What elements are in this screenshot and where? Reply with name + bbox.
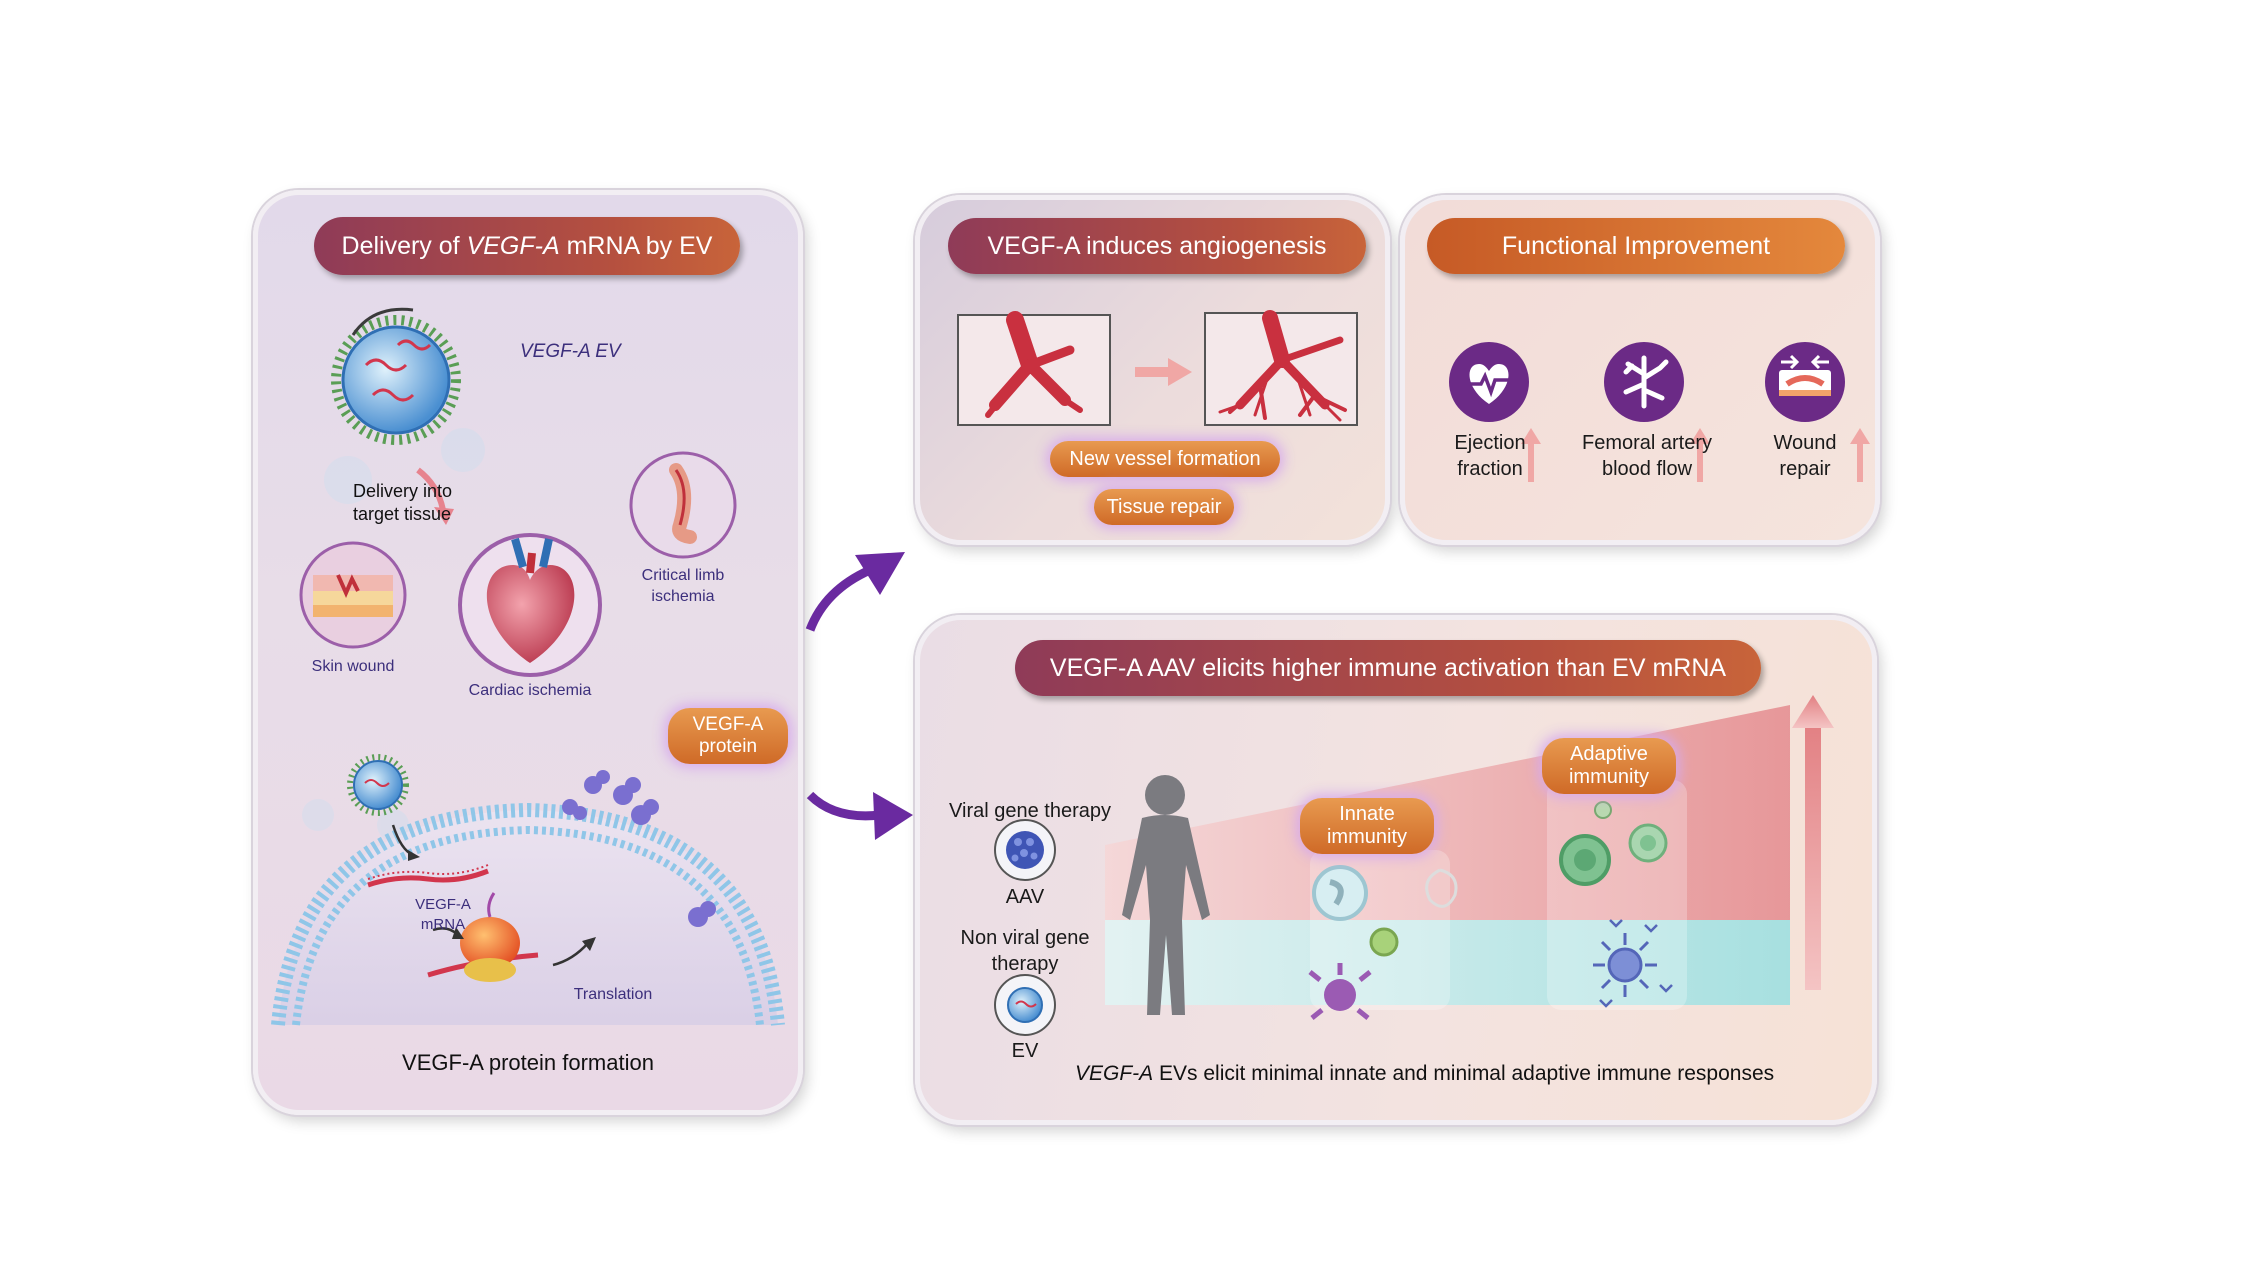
aav-particle-icon [994, 819, 1056, 881]
skin-wound-graphic [299, 541, 407, 649]
viral-gene-therapy-label: Viral gene therapy [949, 800, 1111, 822]
translation-label: Translation [573, 986, 653, 1003]
vegf-a-protein-tag: VEGF-A protein [668, 708, 788, 764]
vessel-illustration [957, 310, 1358, 426]
faded-vesicles [302, 428, 485, 841]
flow-arrows [805, 552, 913, 840]
ev-particle-icon [994, 974, 1056, 1036]
tissue-repair-tag: Tissue repair [1094, 489, 1234, 525]
wound-repair-label: Wound repair [1773, 432, 1837, 480]
angiogenesis-panel: VEGF-A induces angiogenesis New vessel f… [915, 195, 1390, 545]
minimal-response-band [1105, 920, 1790, 1005]
skin-wound-label: Skin wound [311, 658, 395, 675]
non-viral-gene-therapy-label: Non viral gene therapy [960, 927, 1090, 975]
delivery-label: Delivery into target tissue [353, 481, 453, 525]
ev-label-small: EV [1011, 1040, 1039, 1062]
vessel-icon [1604, 342, 1684, 422]
functional-improvement-panel: Functional Improvement Ejection fraction… [1400, 195, 1880, 545]
ev-label: VEGF-A EV [520, 341, 621, 362]
vessel-after-icon [1218, 310, 1347, 422]
ribosome-graphic [427, 892, 539, 982]
vessel-before-icon [985, 311, 1083, 418]
immune-activation-panel: VEGF-A AAV elicits higher immune activat… [915, 615, 1877, 1125]
vegf-a-ev-graphic [331, 307, 461, 445]
femoral-artery-label: Femoral artery blood flow [1581, 432, 1713, 480]
wound-icon [1765, 342, 1845, 422]
critical-limb-ischemia-graphic [629, 451, 737, 559]
increase-arrows [1521, 428, 1870, 482]
arrow-to-immune [806, 791, 881, 821]
innate-immune-cells [1308, 865, 1458, 1020]
adaptive-immune-cells [1559, 801, 1673, 1008]
panel4-title: VEGF-A AAV elicits higher immune activat… [1015, 640, 1761, 696]
critical-limb-ischemia-label: Critical limb ischemia [641, 567, 725, 605]
aav-label: AAV [1005, 886, 1045, 908]
panel3-title: Functional Improvement [1427, 218, 1845, 274]
mrna-label: VEGF-A mRNA [415, 896, 471, 933]
panel2-title: VEGF-A induces angiogenesis [948, 218, 1366, 274]
arrow-up-to-angiogenesis [805, 565, 872, 632]
cardiac-ischemia-label: Cardiac ischemia [468, 682, 592, 699]
panel1-title: Delivery of VEGF-A mRNA by EV [314, 217, 740, 275]
ev-delivery-illustration [271, 307, 785, 1026]
heart-pulse-icon [1449, 342, 1529, 422]
human-silhouette [1122, 775, 1210, 1015]
new-vessel-formation-tag: New vessel formation [1050, 441, 1280, 477]
immune-response-graph [994, 695, 1834, 1036]
cardiac-ischemia-graphic [458, 533, 602, 677]
ev-delivery-panel: Delivery of VEGF-A mRNA by EV [253, 190, 803, 1115]
adaptive-immunity-tag: Adaptive immunity [1542, 738, 1676, 794]
vegf-protein-blobs [562, 770, 716, 927]
entering-ev-graphic [347, 754, 409, 816]
panel4-footer: VEGF-A EVs elicit minimal innate and min… [1075, 1062, 1775, 1085]
innate-immunity-tag: Innate immunity [1300, 798, 1434, 854]
panel1-footer: VEGF-A protein formation [402, 1050, 654, 1075]
cell-membrane-graphic [271, 802, 785, 1026]
ejection-fraction-label: Ejection fraction [1454, 432, 1526, 480]
